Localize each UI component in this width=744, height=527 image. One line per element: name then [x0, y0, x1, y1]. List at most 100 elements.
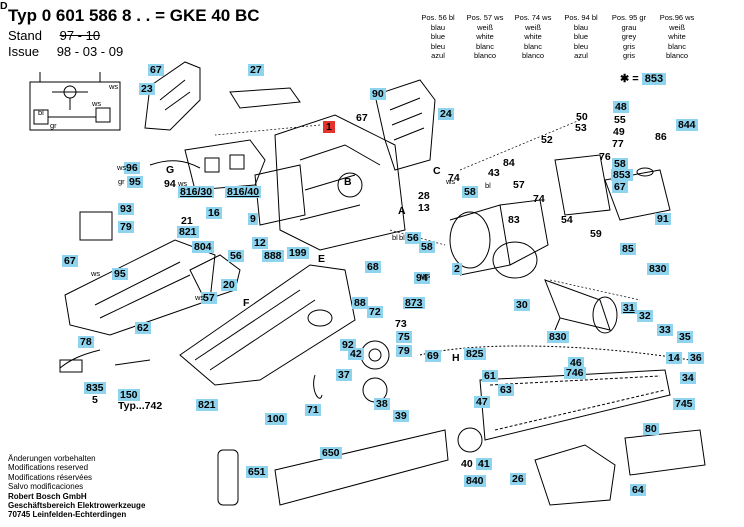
issue-label: Issue [8, 44, 40, 59]
wiring-diagram [29, 72, 121, 131]
part-label: 52 [541, 134, 553, 146]
variant-position: Pos. 56 bl [421, 13, 455, 22]
part-label: 57 [201, 292, 217, 304]
part-label: 96 [124, 162, 140, 174]
part-label: 95 [112, 268, 128, 280]
fan-30 [492, 241, 538, 279]
variant-color: grau [621, 22, 637, 32]
issue-value: 98 - 03 - 09 [56, 44, 124, 59]
part-label: 853 [611, 169, 633, 181]
note-company: Robert Bosch GmbH [8, 491, 87, 501]
part-label: 43 [488, 167, 500, 179]
cable-harness [149, 160, 201, 169]
variant-color: blanco [473, 51, 497, 60]
note-line: Änderungen vorbehalten [8, 454, 96, 463]
part-label: 58 [419, 241, 435, 253]
part-label: 821 [177, 226, 199, 238]
part-label: 844 [676, 119, 698, 131]
typ-label: Typ [8, 6, 37, 25]
part-label: 58 [612, 158, 628, 170]
variant-color: weiß [669, 22, 685, 32]
variant-color: weiß [525, 22, 541, 32]
part-label: 28 [418, 190, 430, 202]
variant-color: blanc [668, 41, 686, 51]
part-label: 48 [613, 101, 629, 113]
part-label: 46 [568, 357, 584, 369]
legend-value: 853 [641, 73, 667, 85]
variant-position: Pos. 94 bl [564, 13, 598, 22]
part-label: 32 [637, 310, 653, 322]
part-label: 12 [252, 237, 268, 249]
part-label: F [243, 297, 250, 309]
legend: ✱ = 853 [620, 72, 667, 85]
variant-color: white [476, 32, 494, 41]
stand-value: 97 - 10 [59, 28, 101, 43]
part-label: 85 [620, 243, 636, 255]
variant-color: blue [573, 32, 589, 41]
part-label: 40 [461, 458, 473, 470]
part-label: 27 [248, 64, 264, 76]
part-label: 840 [464, 475, 486, 487]
stand-line: Stand 97 - 10 [8, 28, 100, 43]
note-line: Modifications reserved [8, 463, 89, 473]
tube-651 [217, 449, 239, 506]
part-label: 73 [395, 318, 407, 330]
part-label: 33 [657, 324, 673, 336]
note-line: Salvo modificaciones [8, 482, 84, 492]
variant-color: blanc [476, 41, 494, 51]
part-label: 86 [655, 131, 667, 143]
wire-color-annotation: bl [399, 233, 405, 242]
variant-color: azul [574, 51, 588, 60]
part-label: 54 [561, 214, 573, 226]
part-label: 63 [498, 384, 514, 396]
variant-color: grey [621, 32, 637, 41]
part-label: 79 [396, 345, 412, 357]
issue-line: Issue 98 - 03 - 09 [8, 44, 123, 59]
part-label: 35 [677, 331, 693, 343]
variant-color: gris [622, 51, 636, 60]
wire-color-annotation: ws [421, 271, 431, 280]
wire-color-annotation: ws [195, 293, 205, 302]
part-label: 88 [352, 297, 368, 309]
note-address: 70745 Leinfelden-Echterdingen [8, 510, 127, 520]
part-label: 804 [192, 241, 214, 253]
part-label: 67 [148, 64, 164, 76]
part-label: B [344, 176, 352, 188]
part-label: 821 [196, 399, 218, 411]
variant-color: white [668, 32, 686, 41]
part-label: 78 [78, 336, 94, 348]
variant-color: azul [431, 51, 445, 60]
part-label: 23 [139, 83, 155, 95]
part-label: 93 [118, 203, 134, 215]
part-label: A [398, 205, 406, 217]
part-label: C [433, 165, 441, 177]
part-label: 95 [127, 176, 143, 188]
part-label: 76 [599, 151, 611, 163]
wire-color-annotation: gr [50, 121, 57, 130]
part-label: 16 [206, 207, 222, 219]
pump-853 [554, 154, 611, 216]
field-9 [254, 164, 306, 226]
part-label: 61 [482, 370, 498, 382]
part-label: 55 [614, 114, 626, 126]
part-label: Typ...742 [118, 400, 163, 412]
part-label: 1 [323, 121, 335, 133]
part-label: 49 [613, 126, 625, 138]
brush-holder-816 [184, 139, 266, 191]
part-label: 2 [452, 263, 462, 275]
part-label: 91 [655, 213, 671, 225]
cable-150 [114, 359, 151, 366]
part-label: 39 [393, 410, 409, 422]
variant-position: Pos. 74 ws [514, 13, 552, 22]
cover-27 [229, 87, 301, 109]
part-label: 94 [164, 178, 176, 190]
part-label: 20 [221, 279, 237, 291]
oil-tank-43 [604, 167, 671, 221]
variant-color: bleu [430, 41, 446, 51]
part-label: 80 [643, 423, 659, 435]
cover-80 [624, 429, 706, 476]
